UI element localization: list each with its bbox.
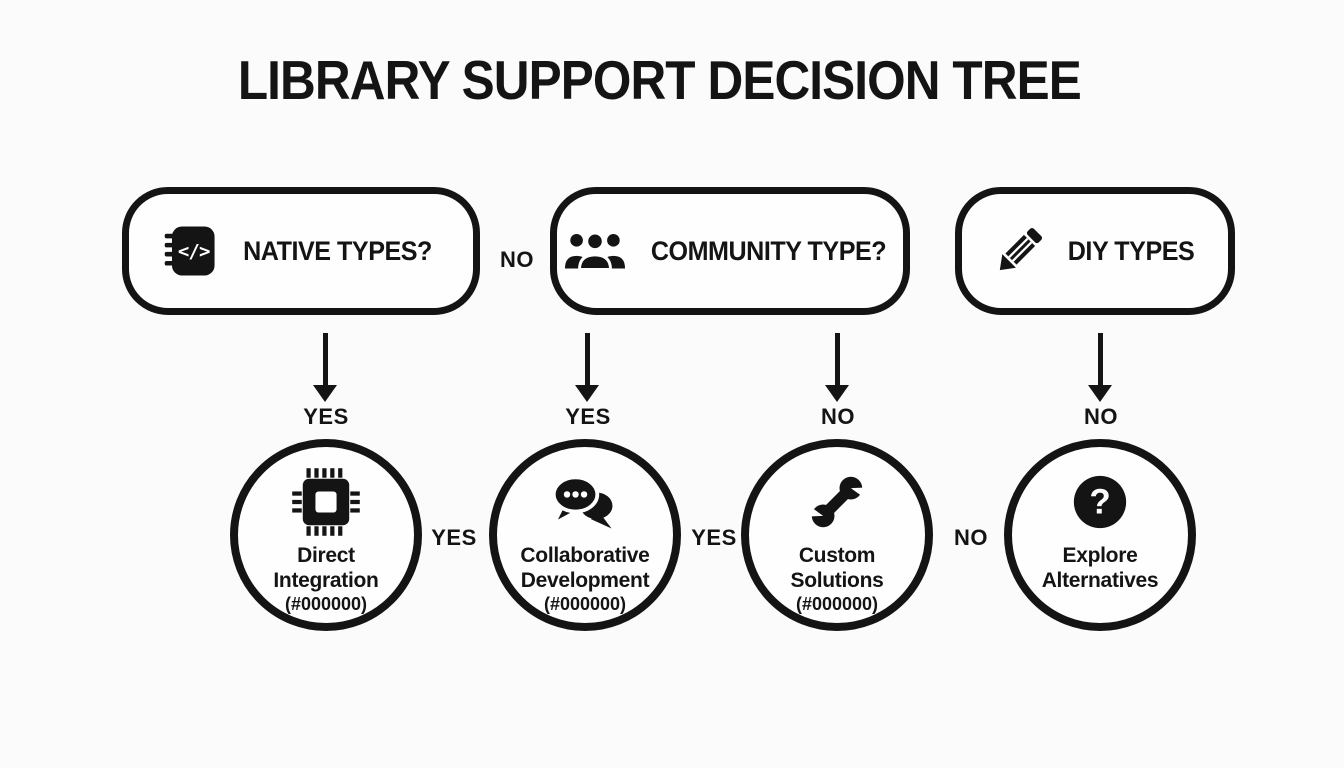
connector-label-yes: YES xyxy=(431,525,477,550)
arrow-label-no: NO xyxy=(1084,404,1118,429)
arrow-label-no: NO xyxy=(821,404,855,429)
outcome-circle-collaborative-development: Collaborative Development (#000000) xyxy=(489,439,681,631)
outcome-circle-explore-alternatives: ? Explore Alternatives xyxy=(1004,439,1196,631)
decision-box-community-type: COMMUNITY TYPE? xyxy=(550,187,910,315)
connector-label-no: NO xyxy=(954,525,988,550)
outcome-hex-label: (#000000) xyxy=(284,594,368,614)
chip-icon xyxy=(288,461,364,543)
page-title-text: LIBRARY SUPPORT DECISION TREE xyxy=(237,49,1081,111)
question-icon: ? xyxy=(1069,461,1131,543)
outcome-label-line2: Alternatives xyxy=(1041,569,1159,592)
code-book-icon: </> xyxy=(162,222,220,280)
pencil-icon xyxy=(991,223,1047,279)
outcome-label-line2: Solutions xyxy=(790,569,884,592)
outcome-label-line2: Integration xyxy=(273,569,379,592)
outcome-circle-direct-integration: Direct Integration (#000000) xyxy=(230,439,422,631)
outcome-label-line2: Development xyxy=(520,569,650,592)
outcome-hex-label: (#000000) xyxy=(543,594,627,614)
outcome-label-line1: Collaborative xyxy=(520,544,650,567)
down-arrow-community-yes xyxy=(575,333,599,403)
outcome-circle-custom-solutions: Custom Solutions (#000000) xyxy=(741,439,933,631)
connector-label-no: NO xyxy=(500,247,534,272)
decision-box-diy-types: DIY TYPES xyxy=(955,187,1235,315)
outcome-label-line1: Direct xyxy=(297,544,355,567)
connector-label-yes: YES xyxy=(691,525,737,550)
decision-box-label: NATIVE TYPES? xyxy=(243,235,433,266)
outcome-label-line1: Explore xyxy=(1062,544,1138,567)
arrow-label-yes: YES xyxy=(303,404,349,429)
down-arrow-community-no xyxy=(825,333,849,403)
decision-box-label: DIY TYPES xyxy=(1067,235,1195,266)
people-icon xyxy=(564,228,626,274)
outcome-label-line1: Custom xyxy=(798,544,876,567)
page-title: LIBRARY SUPPORT DECISION TREE xyxy=(0,48,1318,112)
decision-box-native-types: </> NATIVE TYPES? xyxy=(122,187,480,315)
chat-icon xyxy=(549,461,621,543)
svg-text:?: ? xyxy=(1089,483,1110,522)
outcome-hex-label: (#000000) xyxy=(795,594,879,614)
down-arrow-native xyxy=(313,333,337,403)
svg-text:</>: </> xyxy=(178,240,210,262)
arrow-label-yes: YES xyxy=(565,404,611,429)
wrench-icon xyxy=(804,461,870,543)
decision-box-label: COMMUNITY TYPE? xyxy=(651,235,887,266)
down-arrow-diy xyxy=(1088,333,1112,403)
